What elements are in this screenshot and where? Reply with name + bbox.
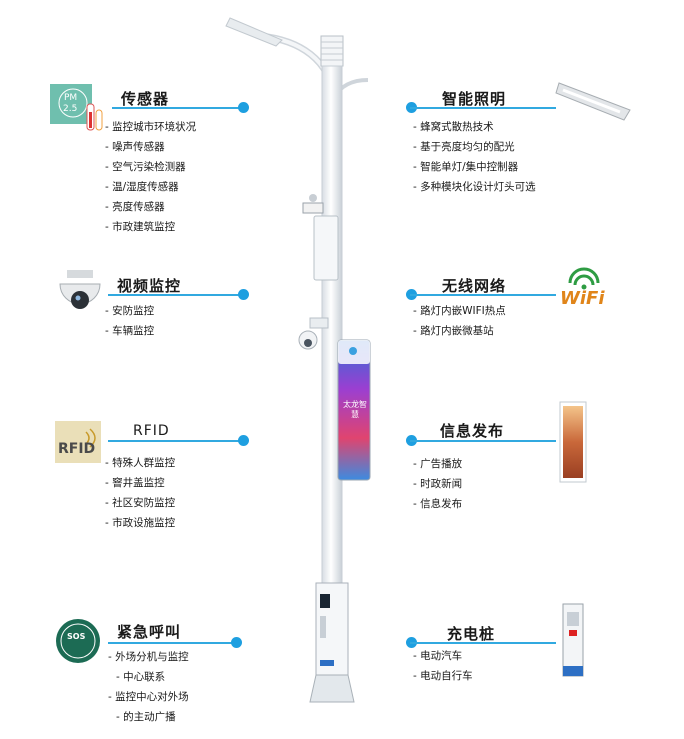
connector-dot	[238, 435, 249, 446]
section-title-lighting: 智能照明	[442, 90, 507, 108]
section-title-info: 信息发布	[440, 422, 505, 440]
info-item-list: 广告播放 时政新闻 信息发布	[413, 454, 462, 514]
list-item: 电动汽车	[413, 646, 473, 666]
wifi-item-list: 路灯内嵌WIFI热点 路灯内嵌微基站	[413, 301, 506, 341]
section-title-emergency: 紧急呼叫	[117, 623, 182, 641]
wifi-icon-label: WiFi	[560, 288, 605, 309]
connector-line	[108, 440, 240, 442]
connector-line	[410, 107, 556, 109]
list-item: 蜂窝式散热技术	[413, 117, 536, 137]
led-lamp-head-icon	[555, 82, 631, 121]
connector-line	[410, 440, 556, 442]
charging-pile-icon	[562, 603, 584, 677]
list-item: 外场分机与监控	[108, 647, 189, 667]
list-item: 路灯内嵌微基站	[413, 321, 506, 341]
lamp-arm	[225, 17, 369, 99]
pm-label: PM	[64, 93, 78, 103]
section-title-charging: 充电桩	[447, 625, 496, 643]
section-title-wifi: 无线网络	[442, 277, 507, 295]
dome-camera-icon	[59, 270, 101, 309]
charging-cabinet	[315, 582, 349, 676]
list-item: 信息发布	[413, 494, 462, 514]
pole-camera	[298, 317, 329, 350]
rfid-icon-label: RFID	[58, 441, 96, 457]
connector-line	[112, 107, 240, 109]
list-item: 监控城市环境状况	[105, 117, 196, 137]
list-item: 电动自行车	[413, 666, 473, 686]
sensor-item-list: 监控城市环境状况 噪声传感器 空气污染检测器 温/湿度传感器 亮度传感器 市政建…	[105, 117, 196, 237]
pm25-thermometer-icon	[50, 84, 103, 131]
pm-value-label: 2.5	[63, 104, 78, 114]
list-item: 噪声传感器	[105, 137, 196, 157]
weather-station	[302, 194, 324, 214]
section-title-rfid: RFID	[133, 423, 170, 439]
list-item: 市政建筑监控	[105, 217, 196, 237]
section-title-video: 视频监控	[117, 277, 182, 295]
weather-sensor-top	[320, 35, 344, 67]
connector-line	[410, 294, 556, 296]
list-item: 基于亮度均匀的配光	[413, 137, 536, 157]
lighting-item-list: 蜂窝式散热技术 基于亮度均匀的配光 智能单灯/集中控制器 多种模块化设计灯头可选	[413, 117, 536, 197]
connector-dot	[231, 637, 242, 648]
connector-line	[108, 294, 240, 296]
list-item-text: 中心联系	[123, 671, 166, 683]
rfid-item-list: 特殊人群监控 窨井盖监控 社区安防监控 市政设施监控	[105, 453, 175, 533]
connector-dot	[238, 289, 249, 300]
list-item: 空气污染检测器	[105, 157, 196, 177]
list-item: 多种模块化设计灯头可选	[413, 177, 536, 197]
list-item: 窨井盖监控	[105, 473, 175, 493]
sos-button-icon	[56, 619, 100, 663]
led-banner	[337, 339, 371, 481]
list-item: 广告播放	[413, 454, 462, 474]
list-item: 市政设施监控	[105, 513, 175, 533]
list-item: 特殊人群监控	[105, 453, 175, 473]
display-screen-icon	[559, 401, 587, 483]
list-item: 时政新闻	[413, 474, 462, 494]
emergency-item-list: 外场分机与监控 中心联系 监控中心对外场 的主动广播	[108, 647, 189, 727]
list-item: 亮度传感器	[105, 197, 196, 217]
charging-item-list: 电动汽车 电动自行车	[413, 646, 473, 686]
wifi-icon	[568, 267, 600, 290]
list-item: 路灯内嵌WIFI热点	[413, 301, 506, 321]
connector-line	[108, 642, 232, 644]
list-item: 社区安防监控	[105, 493, 175, 513]
list-item-continued: 的主动广播	[108, 707, 189, 727]
list-item-continued: 中心联系	[108, 667, 189, 687]
list-item: 车辆监控	[105, 321, 154, 341]
pole-base	[309, 674, 355, 703]
sos-icon-label: SOS	[67, 632, 86, 641]
list-item: 温/湿度传感器	[105, 177, 196, 197]
connector-dot	[238, 102, 249, 113]
list-item: 安防监控	[105, 301, 154, 321]
connector-line	[410, 642, 556, 644]
list-item: 监控中心对外场	[108, 687, 189, 707]
section-title-sensor: 传感器	[121, 90, 170, 108]
list-item-text: 的主动广播	[123, 711, 176, 723]
equipment-box	[313, 215, 339, 281]
rfid-icon	[55, 421, 101, 463]
banner-label: 太龙智慧	[343, 400, 367, 419]
video-item-list: 安防监控 车辆监控	[105, 301, 154, 341]
list-item: 智能单灯/集中控制器	[413, 157, 536, 177]
